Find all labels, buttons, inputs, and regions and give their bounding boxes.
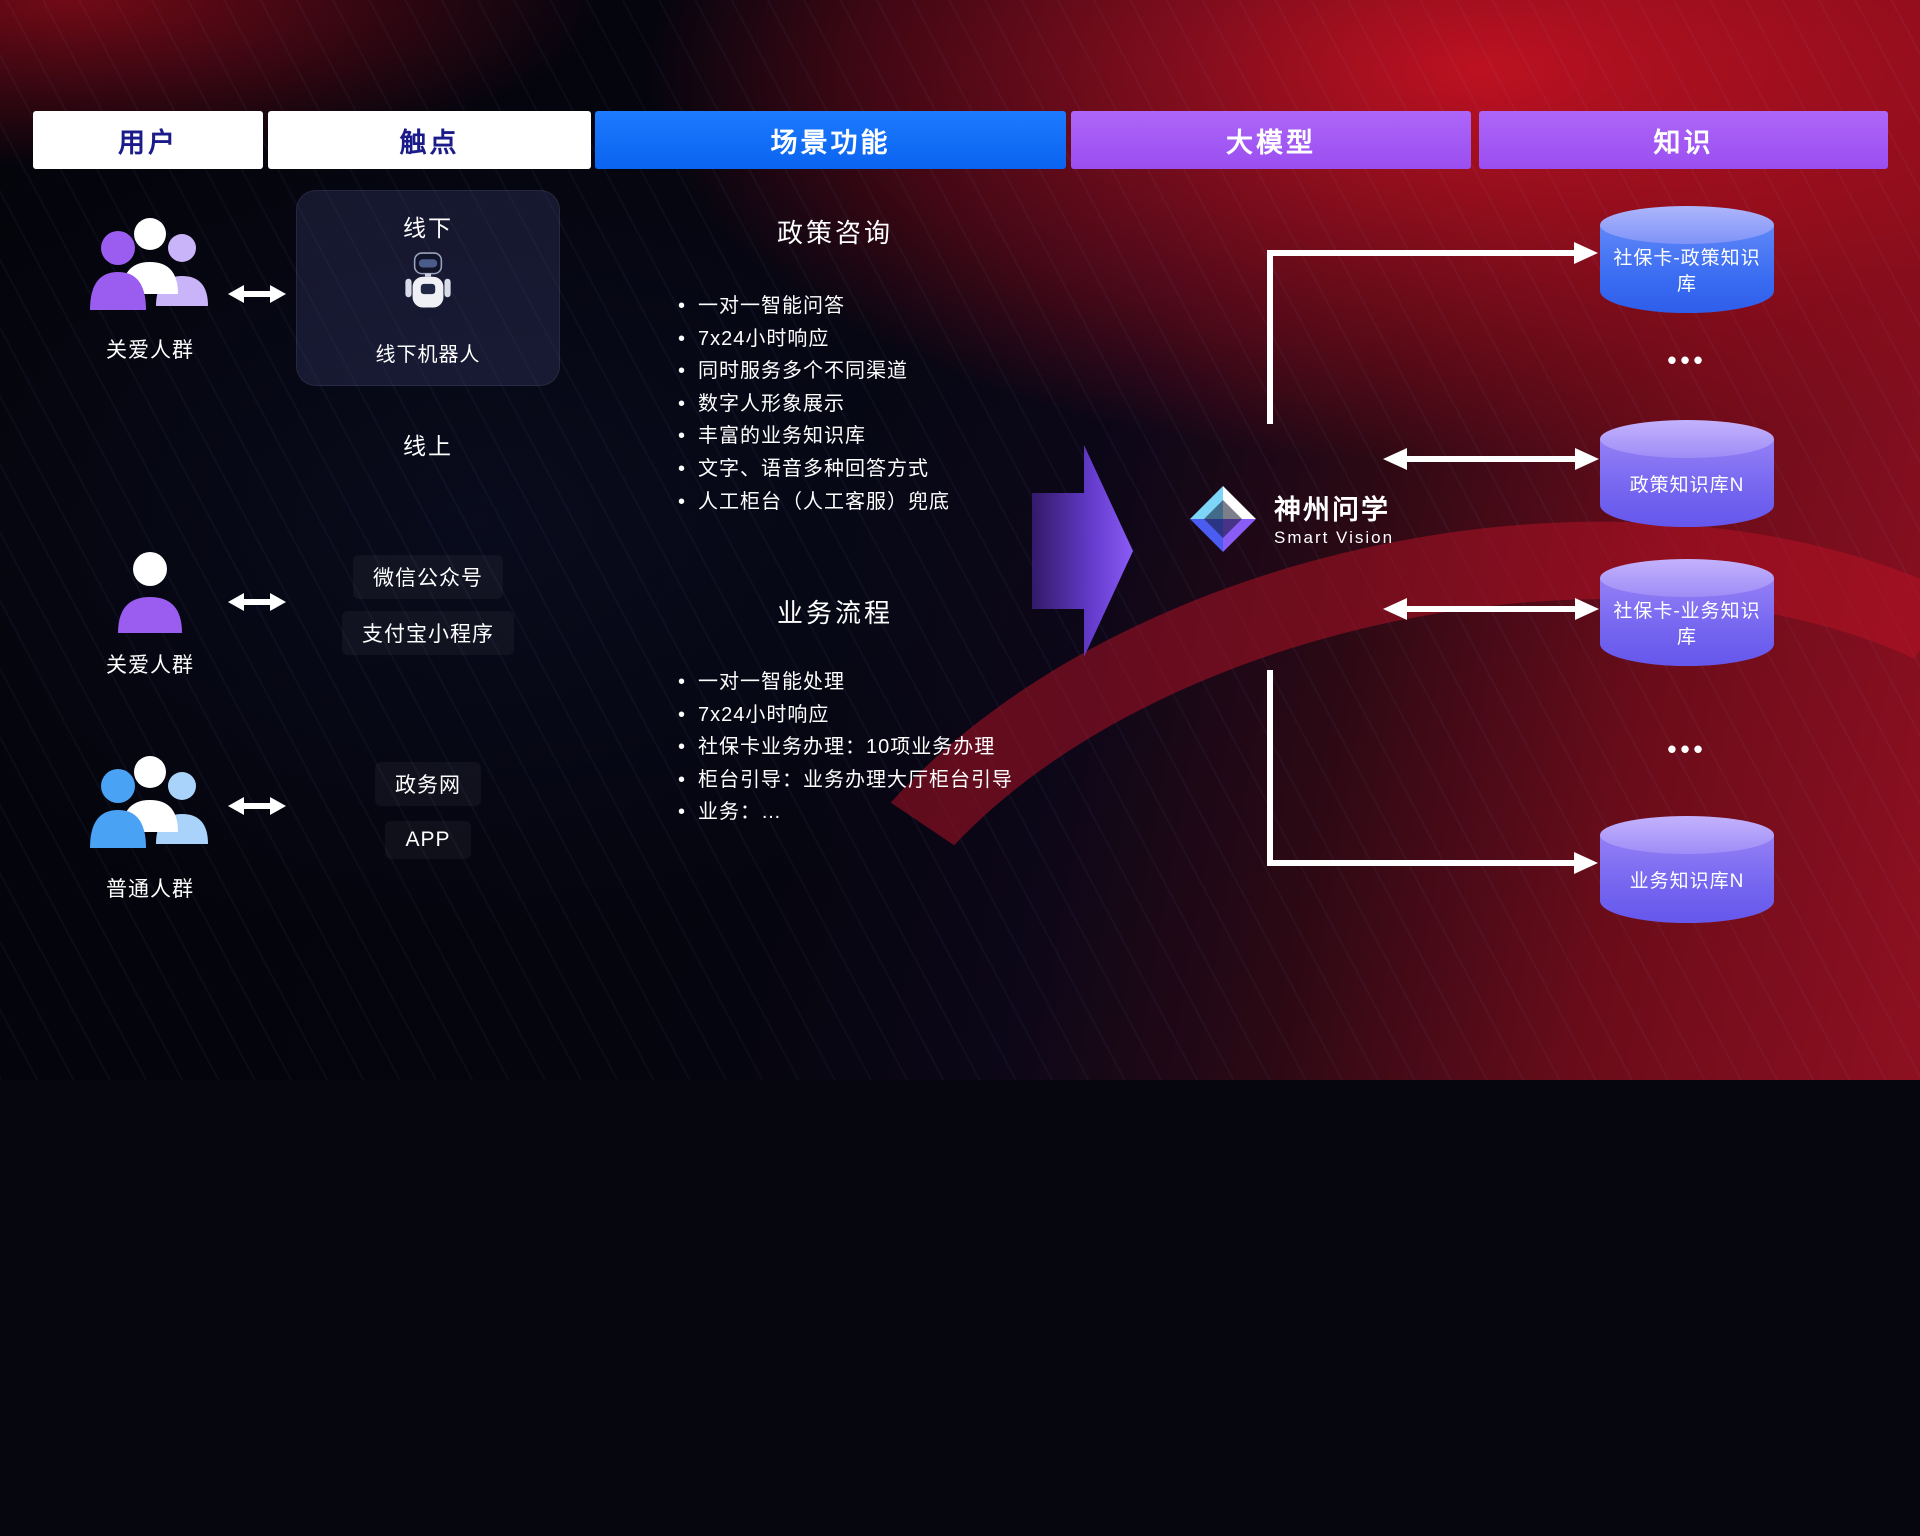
- knowledge-cylinder: 政策知识库N: [1600, 420, 1774, 542]
- header-touchpoints: 触点: [268, 111, 591, 169]
- ellipsis-dots: •••: [1667, 734, 1707, 764]
- bidirectional-arrow-icon: [228, 590, 286, 619]
- logo-name: 神州问学: [1274, 494, 1390, 525]
- bullet-item: 人工柜台（人工客服）兜底: [678, 486, 950, 519]
- channel-label: 支付宝小程序: [342, 611, 514, 655]
- smartvision-logo: 神州问学 Smart Vision: [1186, 482, 1394, 561]
- offline-robot-label: 线下机器人: [375, 344, 481, 366]
- bullet-item: 社保卡业务办理：10项业务办理: [678, 731, 1013, 764]
- bullet-item: 同时服务多个不同渠道: [678, 355, 950, 388]
- knowledge-db-label: 社保卡-政策知识库: [1613, 248, 1761, 295]
- knowledge-db-label: 社保卡-业务知识库: [1613, 601, 1761, 648]
- policy-consultation-list: 一对一智能问答 7x24小时响应 同时服务多个不同渠道 数字人形象展示 丰富的业…: [678, 290, 950, 518]
- header-large-model: 大模型: [1071, 111, 1471, 169]
- offline-touchpoint-card: 线下 线下机器人: [296, 190, 560, 386]
- bullet-item: 一对一智能处理: [678, 666, 1013, 699]
- channel-alipay-miniprogram: 支付宝小程序: [296, 611, 560, 655]
- user-group-label: 普通人群: [106, 878, 194, 901]
- knowledge-cylinder: 业务知识库N: [1600, 816, 1774, 938]
- bullet-item: 丰富的业务知识库: [678, 420, 950, 453]
- cylinder-top: [1600, 816, 1774, 854]
- bullet-item: 数字人形象展示: [678, 388, 950, 421]
- bullet-item: 业务：…: [678, 796, 1013, 829]
- cylinder-top: [1600, 559, 1774, 597]
- channel-label: 政务网: [375, 762, 481, 806]
- user-group-label: 关爱人群: [106, 339, 194, 362]
- background: 用户 触点 场景功能 大模型 知识 关爱人群 关爱人群: [0, 0, 1920, 1080]
- offline-title: 线下: [403, 215, 453, 241]
- bullet-item: 7x24小时响应: [678, 699, 1013, 732]
- business-process-list: 一对一智能处理 7x24小时响应 社保卡业务办理：10项业务办理 柜台引导：业务…: [678, 666, 1013, 829]
- business-process-title: 业务流程: [776, 598, 893, 628]
- knowledge-db-label: 业务知识库N: [1629, 871, 1745, 892]
- channel-label: APP: [385, 821, 471, 859]
- cylinder-top: [1600, 420, 1774, 458]
- channel-app: APP: [296, 821, 560, 859]
- bullet-item: 文字、语音多种回答方式: [678, 453, 950, 486]
- channel-wechat: 微信公众号: [296, 555, 560, 599]
- group-people-icon: [84, 210, 216, 323]
- policy-consultation-title: 政策咨询: [776, 218, 893, 248]
- channel-gov-web: 政务网: [296, 762, 560, 806]
- header-knowledge: 知识: [1479, 111, 1888, 169]
- flow-arrow-icon: [1032, 435, 1133, 672]
- ellipsis-dots: •••: [1667, 345, 1707, 375]
- single-person-icon: [110, 545, 190, 642]
- knowledge-cylinder: 社保卡-业务知识库: [1600, 559, 1774, 681]
- channel-label: 微信公众号: [353, 555, 503, 599]
- group-people-icon: [84, 748, 216, 861]
- bullet-item: 柜台引导：业务办理大厅柜台引导: [678, 764, 1013, 797]
- header-users: 用户: [33, 111, 263, 169]
- bullet-item: 一对一智能问答: [678, 290, 950, 323]
- cylinder-top: [1600, 206, 1774, 244]
- header-scenario-functions: 场景功能: [595, 111, 1066, 169]
- bidirectional-arrow-icon: [228, 794, 286, 823]
- robot-icon: [401, 251, 455, 330]
- bullet-item: 7x24小时响应: [678, 323, 950, 356]
- online-title: 线上: [403, 433, 453, 459]
- knowledge-db-label: 政策知识库N: [1629, 475, 1745, 496]
- user-group-label: 关爱人群: [106, 654, 194, 677]
- logo-diamond-icon: [1186, 482, 1260, 561]
- knowledge-cylinder: 社保卡-政策知识库: [1600, 206, 1774, 328]
- logo-subtitle: Smart Vision: [1274, 527, 1395, 547]
- bidirectional-arrow-icon: [228, 282, 286, 311]
